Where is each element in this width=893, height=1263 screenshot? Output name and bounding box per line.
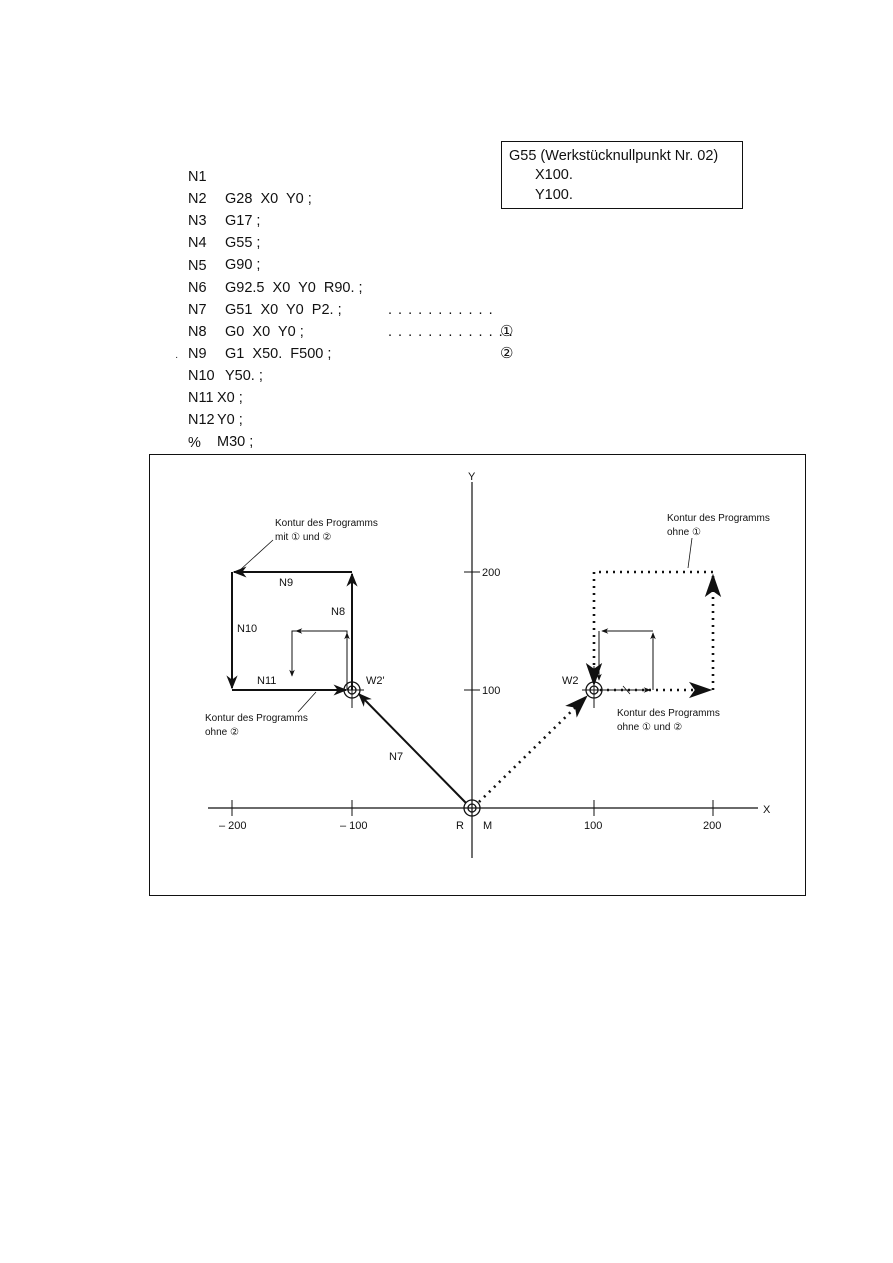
block-number: N6	[188, 280, 207, 296]
program-line: N2 G17 ;	[188, 166, 260, 229]
program-end-line: %	[188, 410, 204, 451]
block-number: N1	[188, 169, 207, 185]
block-number: N4	[188, 235, 207, 251]
program-line: N5 G92.5 X0 Y0 R90. ; . . . . . . . . . …	[188, 233, 513, 340]
block-command: M30 ;	[217, 434, 254, 450]
program-line: N10 X0 ;	[188, 343, 243, 406]
leader-dots: . . . . . . . . . . . . .	[388, 324, 514, 340]
block-command: G0 X0 Y0 ;	[225, 324, 304, 340]
contour-diagram-frame	[149, 454, 806, 896]
block-command: X0 ;	[217, 390, 243, 406]
block-command: Y0 ;	[217, 412, 243, 428]
block-command: G17 ;	[225, 213, 261, 229]
program-line: N11 Y0 ;	[188, 365, 243, 428]
stray-dot: ·	[175, 352, 179, 363]
block-command: Y50. ;	[225, 368, 263, 384]
program-line: N8 G1 X50. F500 ;	[188, 299, 331, 362]
program-line: N1 G28 X0 Y0 ;	[188, 144, 312, 207]
program-line: N4 G90 ;	[188, 210, 260, 273]
block-number: N9	[188, 346, 207, 362]
block-number: N5	[188, 258, 207, 274]
block-number: N7	[188, 302, 207, 318]
block-number: N10	[188, 368, 215, 384]
block-number: N2	[188, 191, 207, 207]
program-line: N6 G51 X0 Y0 P2. ; . . . . . . . . . . .…	[188, 255, 513, 362]
program-line: N7 G0 X0 Y0 ;	[188, 277, 304, 340]
program-end-mark: %	[188, 435, 201, 451]
block-command: G1 X50. F500 ;	[225, 346, 332, 362]
block-command: G90 ;	[225, 257, 261, 273]
workpiece-zero-x: X100.	[535, 167, 573, 183]
workpiece-zero-box: G55 (Werkstücknullpunkt Nr. 02) X100. Y1…	[501, 141, 743, 209]
program-line: N12 M30 ;	[188, 387, 253, 450]
block-number: N3	[188, 213, 207, 229]
block-number: N11	[188, 390, 214, 406]
workpiece-zero-title: G55 (Werkstücknullpunkt Nr. 02)	[509, 148, 719, 164]
workpiece-zero-y: Y100.	[535, 187, 573, 203]
leader-dots: . . . . . . . . . . .	[388, 302, 494, 318]
note-marker-1: ①	[500, 323, 514, 340]
block-command: G55 ;	[225, 235, 261, 251]
program-line: N9 Y50. ;	[188, 321, 263, 384]
block-command: G28 X0 Y0 ;	[225, 191, 312, 207]
block-number: N8	[188, 324, 207, 340]
block-command: G92.5 X0 Y0 R90. ;	[225, 280, 363, 296]
block-number: N12	[188, 412, 215, 428]
program-line: N3 G55 ;	[188, 188, 260, 251]
block-command: G51 X0 Y0 P2. ;	[225, 302, 342, 318]
note-marker-2: ②	[500, 345, 514, 362]
